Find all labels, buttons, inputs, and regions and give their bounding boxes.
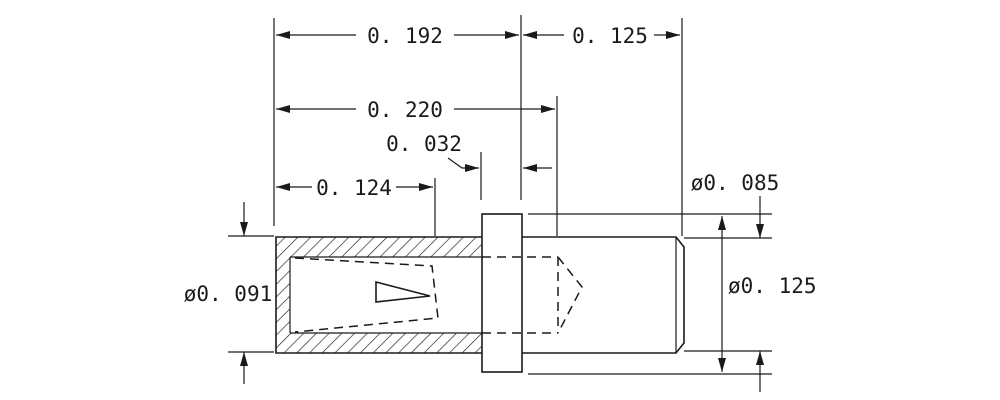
- dim-label-bore-depth: 0. 124: [316, 176, 392, 200]
- dim-label-collar-offset: 0. 032: [386, 132, 462, 156]
- sleeve-end-wall: [276, 257, 290, 333]
- dim-label-overall-length: 0. 192: [367, 24, 443, 48]
- dim-tail-length: 0. 125: [523, 24, 680, 48]
- dim-bore-depth: 0. 124: [276, 176, 433, 200]
- collar: [481, 213, 523, 373]
- dim-label-body-diameter: ø0. 091: [184, 282, 273, 306]
- dim-tail-diameter: ø0. 085: [691, 171, 780, 392]
- hidden-lines: [294, 256, 583, 334]
- extension-lines: [228, 15, 772, 375]
- sleeve-wall-top: [276, 237, 482, 257]
- sleeve-wall-bottom: [276, 333, 482, 353]
- dim-collar-offset: 0. 032: [386, 132, 552, 172]
- dim-body-diameter: ø0. 091: [184, 202, 273, 384]
- dim-label-pin-length: 0. 220: [367, 98, 443, 122]
- dim-pin-length: 0. 220: [276, 98, 555, 122]
- dim-label-tail-diameter: ø0. 085: [691, 171, 780, 195]
- dim-collar-diameter: ø0. 125: [718, 216, 817, 372]
- sleeve-outline: [275, 236, 482, 354]
- dim-overall-length: 0. 192: [276, 24, 519, 48]
- dim-label-collar-diameter: ø0. 125: [728, 274, 817, 298]
- contact-slot: [375, 280, 431, 303]
- tail-pin: [522, 236, 685, 354]
- part-body: [275, 213, 685, 373]
- dim-label-tail-length: 0. 125: [572, 24, 648, 48]
